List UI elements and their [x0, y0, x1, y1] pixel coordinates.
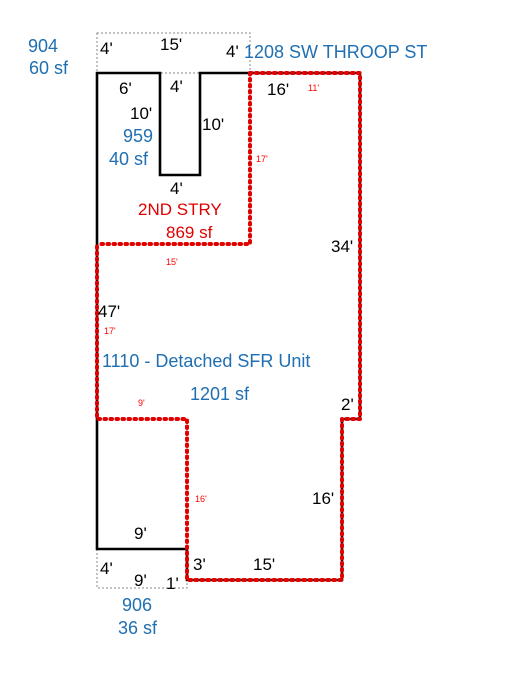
second-story-size: 869 sf: [166, 223, 213, 242]
small-dim-9: 9': [138, 398, 145, 408]
area-904-outline: [96, 32, 251, 74]
small-dim-17-left: 17': [104, 326, 116, 336]
dim-1: 1': [166, 574, 179, 593]
small-dim-11: 11': [308, 83, 320, 93]
dim-34: 34': [331, 237, 354, 256]
dim-3: 3': [193, 555, 206, 574]
dim-notch-top: 4': [170, 77, 183, 96]
main-unit-outline: [95, 71, 362, 582]
main-unit-name: 1110 - Detached SFR Unit: [102, 351, 311, 371]
area-904-size: 60 sf: [29, 58, 69, 78]
dim-16-top: 16': [267, 80, 290, 99]
area-959-size: 40 sf: [109, 149, 149, 169]
dim-notch-bottom: 4': [170, 179, 183, 198]
dim-notch-right: 10': [202, 115, 225, 134]
address-label: 1208 SW THROOP ST: [244, 42, 428, 62]
main-unit-size: 1201 sf: [190, 384, 250, 404]
dim-notch-left: 10': [130, 104, 153, 123]
dim-top-right: 4': [226, 42, 239, 61]
small-dim-15: 15': [166, 257, 178, 267]
area-906-code: 906: [122, 595, 153, 615]
area-959-code: 959: [123, 126, 154, 146]
dim-9-top: 9': [134, 524, 147, 543]
dim-2: 2': [341, 395, 354, 414]
dim-6: 6': [119, 79, 132, 98]
dim-top-center: 15': [160, 35, 183, 54]
area-904-code: 904: [28, 36, 59, 56]
dim-15-bottom: 15': [253, 555, 276, 574]
dim-9-bottom: 9': [134, 571, 147, 590]
small-dim-16: 16': [195, 494, 207, 504]
dim-top-left: 4': [100, 39, 113, 58]
area-906-size: 36 sf: [118, 618, 158, 638]
second-story-name: 2ND STRY: [138, 200, 222, 219]
small-dim-17-right: 17': [256, 154, 268, 164]
dim-16-right: 16': [312, 489, 335, 508]
second-story-outline: [95, 71, 252, 246]
dim-47: 47': [98, 302, 121, 321]
dim-4-bottom: 4': [100, 559, 113, 578]
